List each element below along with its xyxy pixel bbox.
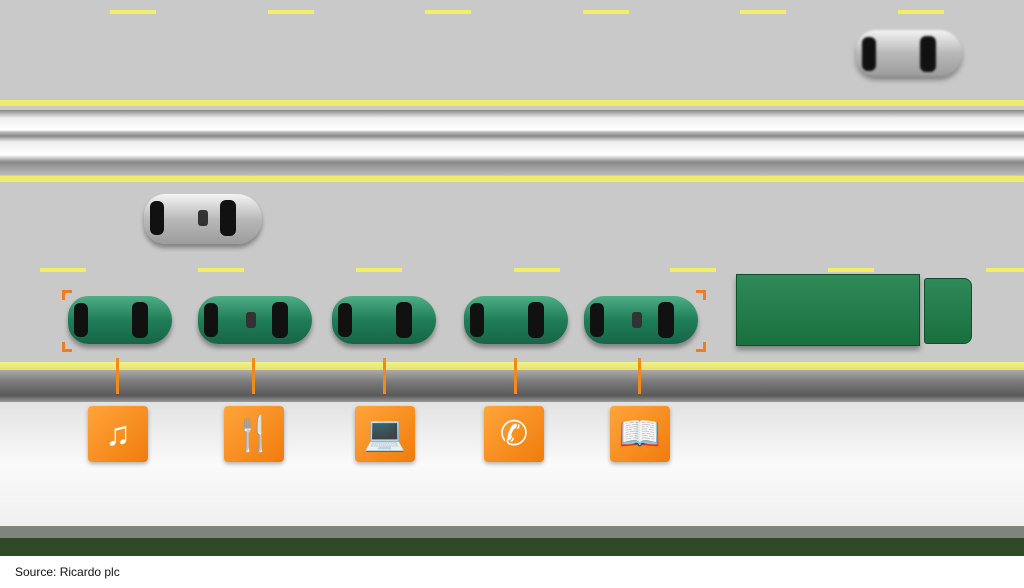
lane-dash [110, 10, 156, 14]
lane-dash [356, 268, 402, 272]
connector-line [514, 358, 517, 394]
platoon-bracket [696, 342, 706, 352]
median [0, 110, 1024, 175]
curb [0, 370, 1024, 402]
connector-line [252, 358, 255, 394]
lane-dash [898, 10, 944, 14]
lane-dash [268, 10, 314, 14]
book-icon: 📖 [610, 406, 670, 462]
music-icon: ♫ [88, 406, 148, 462]
lane-dash [514, 268, 560, 272]
connector-line [116, 358, 119, 394]
connector-line [383, 358, 386, 394]
lane-dash [583, 10, 629, 14]
phone-icon: ✆ [484, 406, 544, 462]
silver-car-upper [856, 30, 962, 76]
platoon-car-3 [332, 296, 436, 344]
grass [0, 538, 1024, 556]
road-edge-line [0, 362, 1024, 370]
lead-truck [736, 274, 974, 348]
lane-dash [425, 10, 471, 14]
source-caption: Source: Ricardo plc [15, 565, 120, 579]
silver-car-overtaking [144, 194, 262, 244]
truck-cab [924, 278, 972, 344]
lane-line [0, 100, 1024, 106]
lane-dash [40, 268, 86, 272]
lane-dash [828, 268, 874, 272]
lane-dash [740, 10, 786, 14]
lane-dash [986, 268, 1024, 272]
lane-line [0, 176, 1024, 182]
platoon-bracket [62, 290, 72, 300]
lane-dash [670, 268, 716, 272]
truck-trailer [736, 274, 920, 346]
verge [0, 526, 1024, 538]
connector-line [638, 358, 641, 394]
lane-dash [198, 268, 244, 272]
platoon-car-2 [198, 296, 312, 344]
fork-knife-icon: 🍴 [224, 406, 284, 462]
platoon-bracket [696, 290, 706, 300]
platoon-car-5 [584, 296, 698, 344]
upper-road [0, 0, 1024, 110]
platoon-bracket [62, 342, 72, 352]
laptop-icon: 💻 [355, 406, 415, 462]
platoon-car-1 [68, 296, 172, 344]
platoon-car-4 [464, 296, 568, 344]
